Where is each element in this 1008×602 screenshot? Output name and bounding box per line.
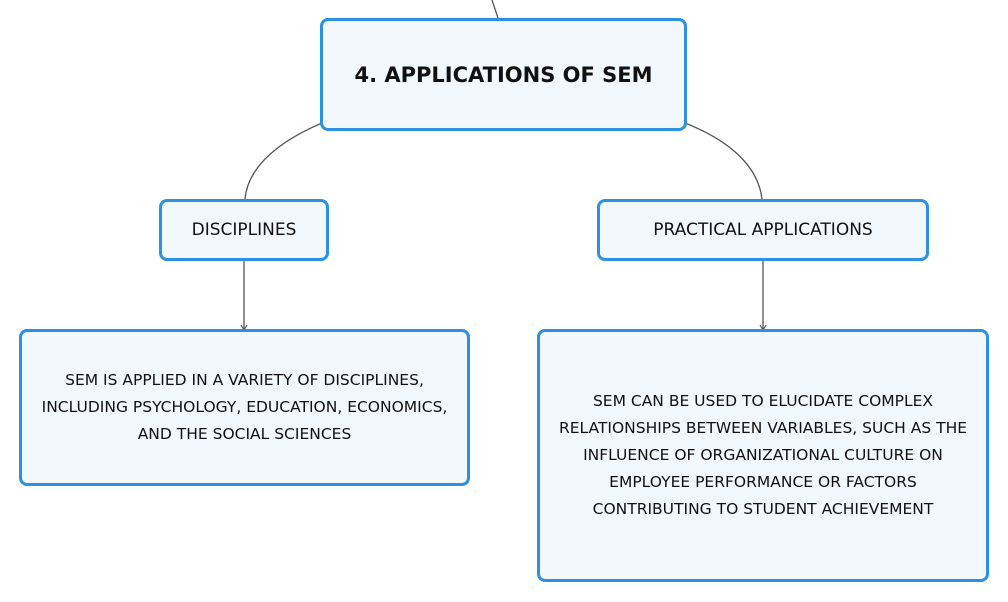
- root-to-disciplines-connector: [244, 122, 323, 200]
- disciplines-node-label: DISCIPLINES: [191, 220, 297, 240]
- disciplines-node[interactable]: DISCIPLINES: [159, 199, 329, 261]
- practical-applications-node-label: PRACTICAL APPLICATIONS: [653, 220, 873, 240]
- root-node[interactable]: 4. APPLICATIONS OF SEM: [320, 18, 687, 131]
- root-to-practical-connector: [684, 122, 763, 200]
- incoming-connector: [491, 0, 499, 19]
- disciplines-detail-text: SEM IS APPLIED IN A VARIETY OF DISCIPLIN…: [41, 371, 448, 443]
- disciplines-detail-node[interactable]: SEM IS APPLIED IN A VARIETY OF DISCIPLIN…: [19, 329, 470, 486]
- practical-applications-detail-text: SEM CAN BE USED TO ELUCIDATE COMPLEX REL…: [558, 392, 968, 518]
- root-node-label: 4. APPLICATIONS OF SEM: [354, 62, 653, 87]
- practical-applications-detail-node[interactable]: SEM CAN BE USED TO ELUCIDATE COMPLEX REL…: [537, 329, 989, 582]
- practical-applications-node[interactable]: PRACTICAL APPLICATIONS: [597, 199, 929, 261]
